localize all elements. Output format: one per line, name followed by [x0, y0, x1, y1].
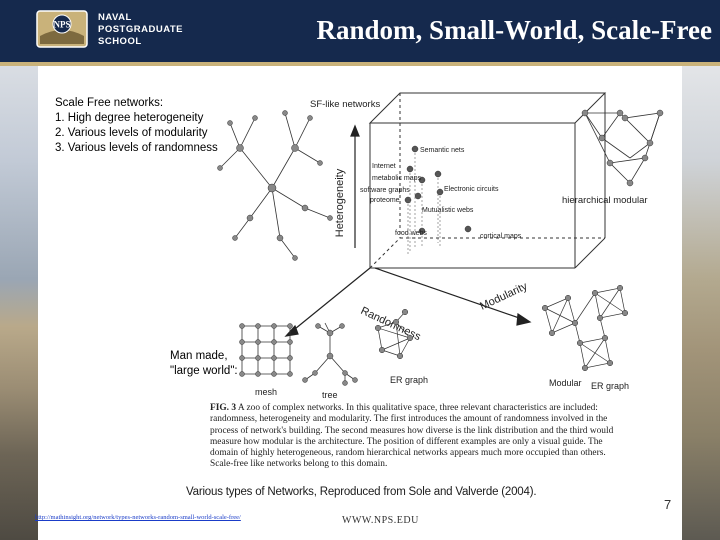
notes-heading: Scale Free networks: [55, 97, 164, 109]
source-link[interactable]: http://mathinsight.org/network/types-net… [35, 514, 241, 521]
point-label: proteome [370, 197, 400, 204]
figure-credit: Various types of Networks, Reproduced fr… [186, 486, 537, 498]
caption-line: domain of highly heterogeneous, random h… [210, 448, 606, 459]
er-graph [377, 311, 411, 357]
nps-seal-logo: NPS [36, 10, 88, 48]
point-label: food webs [395, 230, 427, 237]
annotation-line-2: "large world": [170, 365, 238, 377]
notes-item: 2. Various levels of modularity [55, 127, 208, 139]
tree-label: tree [322, 390, 338, 400]
annotation-line-1: Man made, [170, 350, 228, 362]
er-graph-label: ER graph [390, 375, 428, 385]
slide-title: Random, Small-World, Scale-Free [316, 15, 712, 45]
caption-line: Scale-free like networks belong to this … [210, 459, 388, 470]
point-label: Electronic circuits [444, 186, 499, 193]
caption-line: process of network's building. The secon… [210, 425, 614, 436]
network-zoo-figure: Heterogeneity Randomness Modularity SF-l… [217, 92, 664, 400]
mesh-graph [241, 325, 291, 375]
point-label: Semantic nets [420, 147, 465, 154]
modular-er-graph [544, 287, 626, 369]
mesh-label: mesh [255, 387, 277, 397]
logo-lettering: NPS [53, 20, 70, 30]
caption-line: randomness, heterogeneity and modularity… [210, 414, 608, 425]
point-label: metabolic maps [372, 175, 422, 182]
notes-item: 1. High degree heterogeneity [55, 112, 204, 124]
point-label: software graphs [360, 187, 410, 194]
sf-networks-label: SF-like networks [310, 99, 380, 110]
scale-free-notes: Scale Free networks: 1. High degree hete… [55, 96, 218, 156]
modular-label: Modular [549, 378, 582, 388]
modularity-axis-label: Modularity [478, 280, 530, 313]
school-name-line-2: POSTGRADUATE [98, 24, 183, 35]
header-accent-band [0, 62, 720, 66]
figure-caption: FIG. 3 A zoo of complex networks. In thi… [210, 403, 665, 471]
cube-diagram [368, 92, 607, 269]
caption-line: measure how modular is the architecture.… [210, 436, 603, 447]
hierarchical-modular-graph [584, 112, 661, 184]
hierarchical-modular-label: hierarchical modular [562, 195, 648, 206]
point-label: Mutualistic webs [422, 207, 474, 214]
figure-number: FIG. 3 [210, 403, 237, 413]
right-campus-photo-strip [682, 66, 720, 540]
man-made-annotation: Man made, "large world": [170, 349, 238, 379]
modular-er-label: ER graph [591, 381, 629, 391]
school-name: NAVAL POSTGRADUATE SCHOOL [98, 12, 183, 48]
header-bar [0, 0, 720, 62]
caption-line: A zoo of complex networks. In this quali… [237, 403, 598, 413]
point-label: cortical maps [480, 233, 522, 240]
heterogeneity-axis-label: Heterogeneity [334, 168, 346, 237]
scale-free-network-graph [219, 112, 331, 259]
page-number: 7 [664, 497, 672, 512]
left-campus-photo-strip [0, 66, 38, 540]
point-label: Internet [372, 163, 396, 170]
website-footer: WWW.NPS.EDU [342, 515, 419, 526]
randomness-axis-label: Randomness [359, 305, 423, 343]
notes-item: 3. Various levels of randomness [55, 142, 218, 154]
school-name-line-3: SCHOOL [98, 36, 142, 47]
school-name-line-1: NAVAL [98, 12, 132, 23]
